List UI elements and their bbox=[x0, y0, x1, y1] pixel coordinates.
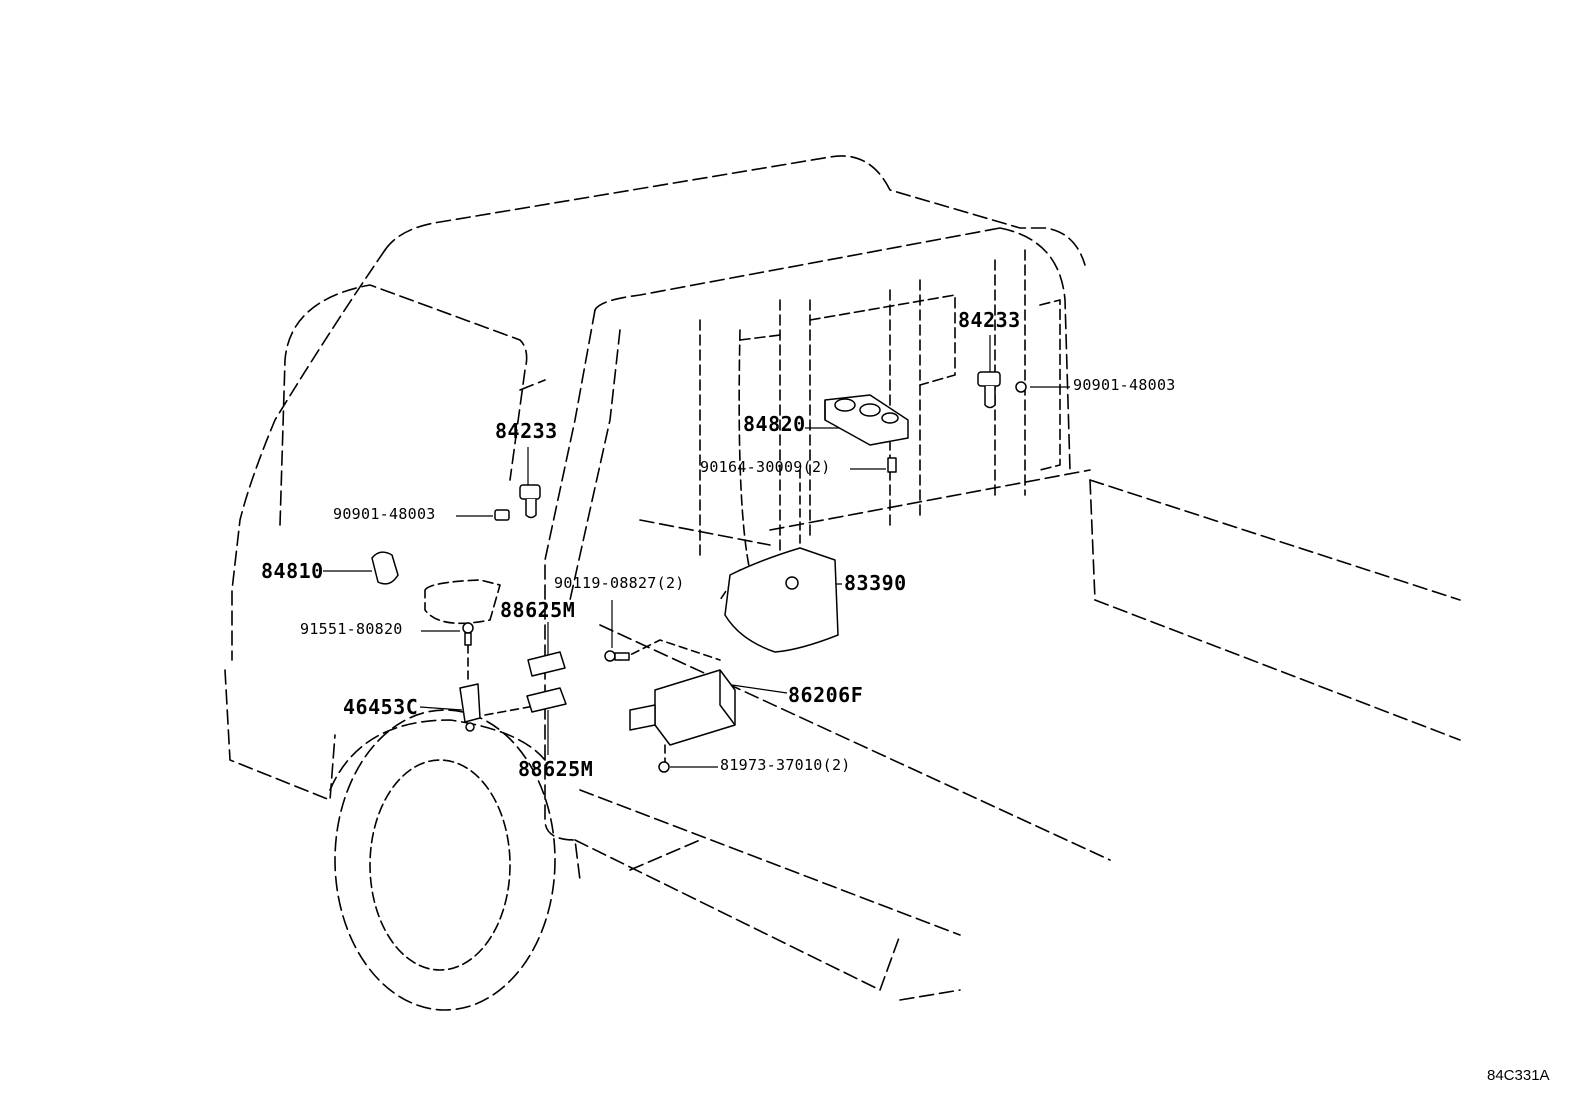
part-88625m-bottom-label[interactable]: 88625M bbox=[518, 757, 594, 781]
part-86206f-label[interactable]: 86206F bbox=[788, 683, 864, 707]
bolt-91551-sketch bbox=[462, 622, 474, 646]
part-84810-label[interactable]: 84810 bbox=[261, 559, 324, 583]
rear-window bbox=[699, 249, 1061, 601]
part-84233-right-label[interactable]: 84233 bbox=[958, 308, 1021, 332]
part-88625m-top-label[interactable]: 88625M bbox=[500, 598, 576, 622]
part-90119-label[interactable]: 90119-08827(2) bbox=[554, 574, 685, 592]
part-84233-left-label[interactable]: 84233 bbox=[495, 419, 558, 443]
diagram-reference-code: 84C331A bbox=[1487, 1067, 1550, 1084]
door-switch-left-sketch bbox=[494, 484, 541, 521]
power-window-switch-sketch bbox=[824, 394, 909, 473]
part-91551-label[interactable]: 91551-80820 bbox=[300, 620, 403, 638]
clip-81973-sketch bbox=[658, 761, 670, 773]
front-wheel bbox=[329, 709, 556, 1011]
cab-outline bbox=[224, 155, 1461, 1001]
part-90164-label[interactable]: 90164-30009(2) bbox=[700, 458, 831, 476]
part-83390-label[interactable]: 83390 bbox=[844, 571, 907, 595]
part-84820-label[interactable]: 84820 bbox=[743, 412, 806, 436]
bolt-90119-sketch bbox=[604, 650, 630, 662]
door-handle-outline bbox=[424, 579, 501, 625]
relay-bottom-sketch bbox=[526, 687, 567, 713]
relay-top-sketch bbox=[527, 651, 566, 677]
bracket-46453c-sketch bbox=[459, 683, 481, 732]
combination-switch-sketch bbox=[371, 551, 399, 585]
part-46453c-label[interactable]: 46453C bbox=[343, 695, 419, 719]
part-90901-right-label[interactable]: 90901-48003 bbox=[1073, 376, 1176, 394]
buzzer-83390-sketch bbox=[724, 547, 839, 653]
ecu-86206f-sketch bbox=[629, 669, 736, 746]
door-switch-right-sketch bbox=[977, 371, 1027, 409]
part-90901-left-label[interactable]: 90901-48003 bbox=[333, 505, 436, 523]
part-81973-label[interactable]: 81973-37010(2) bbox=[720, 756, 851, 774]
